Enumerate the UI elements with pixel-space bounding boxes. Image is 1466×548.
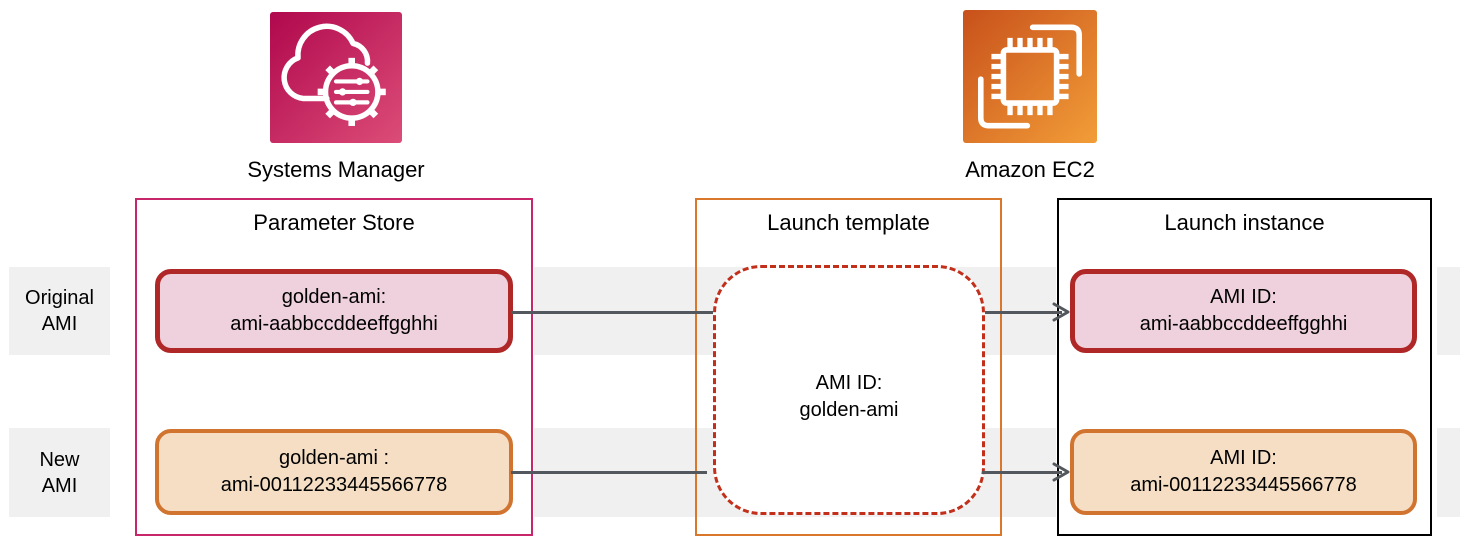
row-label-new-ami: New AMI <box>9 428 110 517</box>
row-stripe <box>9 428 110 517</box>
systems-manager-icon <box>270 12 402 143</box>
parameter-store-title: Parameter Store <box>253 210 415 235</box>
launch-template-panel <box>695 198 1002 536</box>
instance-original-ami-chip: AMI ID: ami-aabbccddeeffgghhi <box>1070 269 1417 353</box>
launch-template-title: Launch template <box>767 210 930 235</box>
chip-line: ami-aabbccddeeffgghhi <box>1139 313 1348 335</box>
cloud-gear-glyph <box>281 23 386 126</box>
ami-id-line: golden-ami <box>799 399 899 421</box>
chip-line: ami-00112233445566778 <box>220 474 448 496</box>
chip-line: ami-aabbccddeeffgghhi <box>230 313 438 335</box>
row-label-original-ami: Original AMI <box>9 267 110 355</box>
chip-line: ami-00112233445566778 <box>1130 474 1357 496</box>
chip-glyph <box>977 24 1083 129</box>
row-label-line: Original <box>25 287 94 309</box>
row-label-line: AMI <box>41 313 78 335</box>
chip-line: golden-ami : <box>278 447 390 469</box>
connector-new-to-template <box>511 471 707 474</box>
arrowhead-icon <box>1052 302 1070 322</box>
chip-line: golden-ami: <box>281 286 387 308</box>
ec2-icon <box>963 10 1097 143</box>
chip-line: AMI ID: <box>1210 286 1277 308</box>
launch-template-ami-id-box: AMI ID: golden-ami <box>713 265 985 515</box>
chip-line: AMI ID: <box>1210 447 1277 469</box>
parameter-original-ami-chip: golden-ami: ami-aabbccddeeffgghhi <box>155 269 513 353</box>
connector-template-to-new-instance <box>982 471 1062 474</box>
row-label-line: AMI <box>41 474 78 497</box>
connector-original-to-template <box>511 311 713 314</box>
ami-id-line: AMI ID: <box>815 372 883 394</box>
row-stripe <box>1437 267 1460 355</box>
connector-template-to-original-instance <box>985 311 1062 314</box>
row-stripe <box>9 267 110 355</box>
systems-manager-label: Systems Manager <box>247 157 425 182</box>
arrowhead-icon <box>1052 462 1070 482</box>
parameter-new-ami-chip: golden-ami : ami-00112233445566778 <box>155 429 513 515</box>
row-label-line: New <box>39 448 80 471</box>
row-stripe <box>1437 428 1460 517</box>
launch-instance-title: Launch instance <box>1164 210 1325 235</box>
ec2-label: Amazon EC2 <box>965 157 1095 182</box>
instance-new-ami-chip: AMI ID: ami-00112233445566778 <box>1070 429 1417 515</box>
